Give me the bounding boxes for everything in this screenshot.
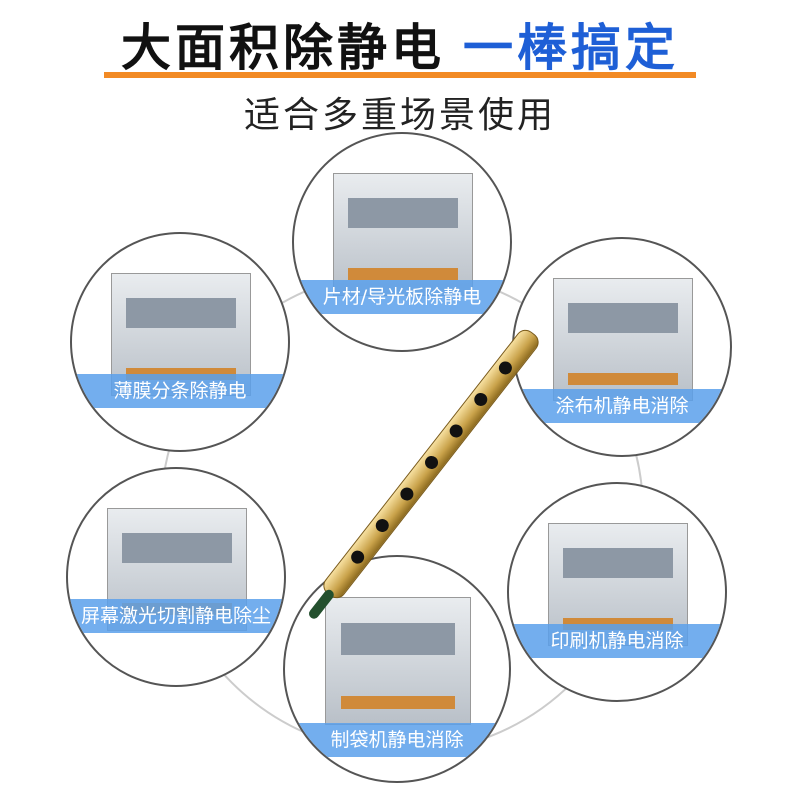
scene-label: 片材/导光板除静电 <box>294 280 510 314</box>
emitter-dot <box>422 453 441 472</box>
orange-divider <box>104 72 696 78</box>
headline-blue: 一棒搞定 <box>463 19 679 77</box>
scene-label: 薄膜分条除静电 <box>72 374 288 408</box>
scene-label: 屏幕激光切割静电除尘 <box>68 599 284 633</box>
emitter-dot <box>397 484 417 504</box>
scene-coating: 涂布机静电消除 <box>512 237 732 457</box>
machine-image <box>325 597 471 725</box>
machine-image <box>332 172 474 296</box>
scene-sheet: 片材/导光板除静电 <box>292 132 512 352</box>
scene-label: 印刷机静电消除 <box>509 624 725 658</box>
emitter-dot <box>373 516 392 535</box>
scene-printing: 印刷机静电消除 <box>507 482 727 702</box>
emitter-dot <box>348 547 367 567</box>
scene-film-slitting: 薄膜分条除静电 <box>70 232 290 452</box>
subtitle: 适合多重场景使用 <box>243 95 556 136</box>
headline: 大面积除静电一棒搞定 <box>0 8 800 80</box>
scene-bag-making: 制袋机静电消除 <box>283 555 511 783</box>
scene-label: 制袋机静电消除 <box>285 723 509 757</box>
scene-label: 涂布机静电消除 <box>514 389 730 423</box>
emitter-dot <box>471 390 490 409</box>
emitter-dot <box>496 358 515 378</box>
machine-image <box>552 277 694 401</box>
scene-laser-cutting: 屏幕激光切割静电除尘 <box>66 467 286 687</box>
headline-black: 大面积除静电 <box>121 19 445 77</box>
emitter-dot <box>447 421 466 441</box>
